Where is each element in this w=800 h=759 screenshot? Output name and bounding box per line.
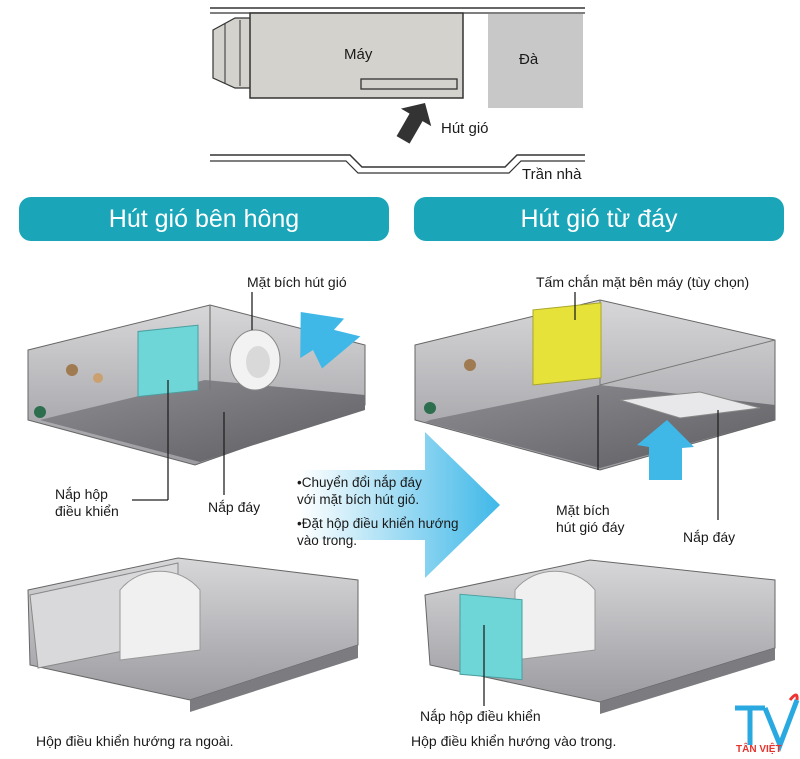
logo-name: TÂN VIỆT	[736, 744, 782, 755]
conversion-arrow	[300, 432, 500, 578]
beam-label: Đà	[519, 51, 539, 68]
unit-illustration-side-intake	[27, 304, 366, 466]
right-control-cover-label: Nắp hộp điều khiển	[420, 708, 541, 724]
unit-label: Máy	[344, 46, 373, 63]
banner-bottom-intake: Hút gió từ đáy	[414, 197, 784, 241]
right-caption: Hộp điều khiển hướng vào trong.	[411, 733, 617, 749]
conversion-bullet-2: •Đặt hộp điều khiển hướng vào trong.	[297, 516, 459, 548]
tan-viet-logo-graphic	[735, 693, 800, 752]
bottom-intake-arrow	[637, 420, 694, 480]
inward-control-box-cover	[459, 593, 523, 681]
optional-side-panel	[532, 302, 602, 386]
right-bottom-cover-label: Nắp đáy	[683, 529, 736, 545]
intake-label: Hút gió	[441, 120, 489, 137]
flange-label: Mặt bích hút gió	[247, 274, 347, 290]
conversion-bullet-1: •Chuyển đổi nắp đáy với mặt bích hút gió…	[297, 475, 422, 507]
ceiling-line-2	[210, 160, 585, 174]
left-control-cover-label: Nắp hộp điều khiển	[55, 486, 119, 519]
beam-box	[488, 14, 583, 108]
ceiling-line	[210, 154, 585, 168]
ceiling-label: Trần nhà	[522, 166, 582, 183]
unit-illustration-bottom-intake	[414, 299, 776, 520]
unit-illustration-outward	[27, 557, 359, 712]
left-bottom-cover-label: Nắp đáy	[208, 499, 261, 515]
left-caption: Hộp điều khiển hướng ra ngoài.	[36, 733, 234, 749]
intake-arrow	[396, 102, 432, 144]
top-schematic	[210, 7, 585, 174]
banner-side-intake: Hút gió bên hông	[19, 197, 389, 241]
bottom-flange-label: Mặt bích hút gió đáy	[556, 502, 625, 535]
side-panel-label: Tấm chắn mặt bên máy (tùy chọn)	[536, 274, 750, 290]
side-intake-arrow	[300, 312, 361, 369]
intake-grille	[360, 78, 458, 90]
duct-neck	[212, 17, 253, 89]
unit-illustration-inward	[424, 559, 776, 714]
bottom-flange-slot	[619, 391, 761, 419]
